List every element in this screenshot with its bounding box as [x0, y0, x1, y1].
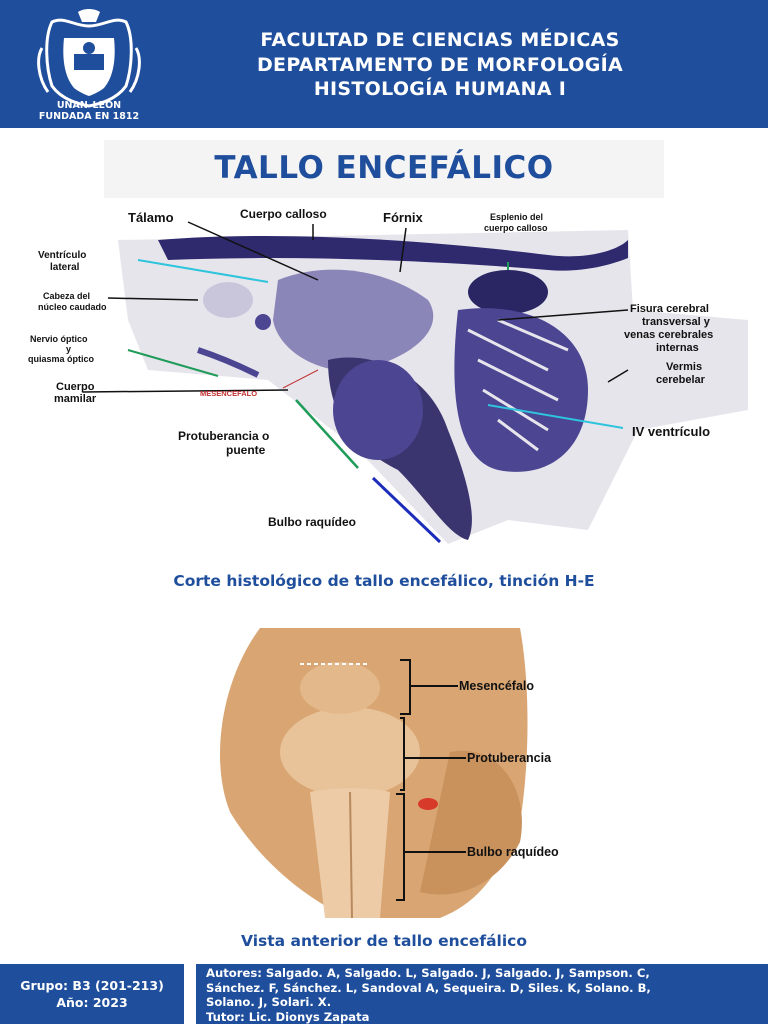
label2-bulbo: Bulbo raquídeo — [467, 845, 559, 859]
label-mesencefalo: MESENCÉFALO — [200, 389, 257, 398]
histology-figure: Tálamo Cuerpo calloso Fórnix Esplenio de… — [28, 200, 750, 564]
footer-group-box: Grupo: B3 (201-213) Año: 2023 — [0, 964, 184, 1024]
label-fisura-1: Fisura cerebral — [630, 303, 709, 315]
logo-text-line1: UNAN–LEÓN — [56, 100, 122, 111]
label2-mesencefalo: Mesencéfalo — [459, 679, 534, 693]
label-fisura-3: venas cerebrales — [624, 329, 713, 341]
label-cuerpo-calloso: Cuerpo calloso — [240, 207, 327, 221]
label-iv-ventriculo: IV ventrículo — [632, 424, 710, 439]
label-nervio-3: quiasma óptico — [28, 354, 95, 364]
footer-grupo: Grupo: B3 (201-213) — [20, 978, 164, 993]
footer-anio: Año: 2023 — [56, 995, 128, 1010]
footer-autores-line3: Solano. J, Solari. X. — [206, 995, 332, 1009]
label-bulbo: Bulbo raquídeo — [268, 515, 356, 529]
page-title: TALLO ENCEFÁLICO — [214, 150, 554, 186]
label-protuberancia-2: puente — [226, 443, 266, 457]
label-fornix: Fórnix — [383, 210, 423, 225]
header-title: FACULTAD DE CIENCIAS MÉDICAS DEPARTAMENT… — [160, 28, 720, 102]
label-nervio-1: Nervio óptico — [30, 334, 88, 344]
header-title-line3: HISTOLOGÍA HUMANA I — [313, 78, 567, 100]
figure2-caption: Vista anterior de tallo encefálico — [240, 932, 528, 950]
label-nervio-2: y — [66, 344, 71, 354]
label2-protuberancia: Protuberancia — [467, 751, 552, 765]
header-banner: UNAN–LEÓN FUNDADA EN 1812 FACULTAD DE CI… — [0, 0, 768, 128]
label-esplenio-1: Esplenio del — [490, 212, 543, 222]
label-ventriculo-2: lateral — [50, 262, 80, 273]
footer-tutor: Tutor: Lic. Dionys Zapata — [206, 1009, 370, 1024]
label-ventriculo-1: Ventrículo — [38, 250, 86, 261]
label-protuberancia-1: Protuberancia o — [178, 429, 269, 443]
footer-authors-box: Autores: Salgado. A, Salgado. L, Salgado… — [196, 964, 768, 1024]
header-title-line2: DEPARTAMENTO DE MORFOLOGÍA — [256, 53, 624, 76]
label-vermis-2: cerebelar — [656, 374, 706, 386]
label-mamilar-2: mamilar — [54, 393, 97, 405]
anterior-view-figure: Mesencéfalo Protuberancia Bulbo raquídeo — [200, 622, 610, 924]
label-talamo: Tálamo — [128, 210, 174, 225]
footer-autores-line2: Sánchez. F, Sánchez. L, Sandoval A, Sequ… — [206, 980, 651, 995]
label-esplenio-2: cuerpo calloso — [484, 223, 548, 233]
logo-text-line2: FUNDADA EN 1812 — [38, 111, 140, 122]
label-cabeza-2: núcleo caudado — [38, 302, 107, 312]
label-vermis-1: Vermis — [666, 361, 702, 373]
label-cabeza-1: Cabeza del — [43, 291, 90, 301]
page-title-box: TALLO ENCEFÁLICO — [104, 140, 664, 198]
university-seal-icon — [37, 9, 141, 108]
header-title-line1: FACULTAD DE CIENCIAS MÉDICAS — [260, 29, 620, 51]
figure1-caption: Corte histológico de tallo encefálico, t… — [173, 572, 595, 590]
label-fisura-4: internas — [656, 342, 699, 354]
label-fisura-2: transversal y — [642, 316, 711, 328]
footer-autores-line1: Autores: Salgado. A, Salgado. L, Salgado… — [206, 966, 650, 980]
label-mamilar-1: Cuerpo — [56, 381, 95, 393]
